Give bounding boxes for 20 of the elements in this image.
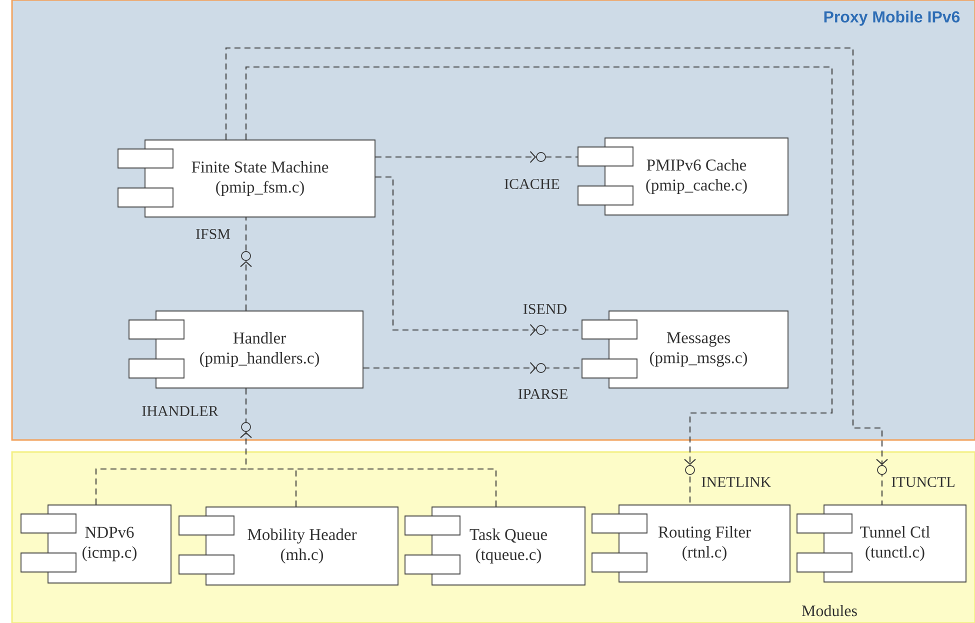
- component-box: NDPv6 (icmp.c): [20, 504, 172, 584]
- edge-label: IFSM: [196, 228, 230, 240]
- edge-label: ISEND: [523, 304, 566, 314]
- component-box: PMIPv6 Cache (pmip_cache.c): [578, 138, 788, 216]
- component-box: Handler (pmip_handlers.c): [128, 310, 364, 388]
- interface-connector: [375, 151, 578, 163]
- edge-label: ITUNCTL: [892, 476, 954, 488]
- component-box: Finite State Machine (pmip_fsm.c): [118, 140, 376, 218]
- component-box: Tunnel Ctl (tunctl.c): [796, 504, 966, 582]
- interface-connector: [95, 388, 497, 508]
- component-box: Messages (pmip_msgs.c): [582, 310, 788, 388]
- component-box: Task Queue (tqueue.c): [404, 506, 586, 586]
- edge-label: IPARSE: [518, 388, 568, 400]
- edge-label: INETLINK: [702, 477, 772, 487]
- edge-label: IHANDLER: [142, 406, 218, 416]
- component-box: Mobility Header (mh.c): [178, 506, 398, 586]
- interface-connector: [240, 217, 252, 311]
- edge-label: ICACHE: [504, 178, 560, 190]
- interface-connector: [363, 362, 582, 374]
- component-box: Routing Filter (rtnl.c): [592, 504, 790, 582]
